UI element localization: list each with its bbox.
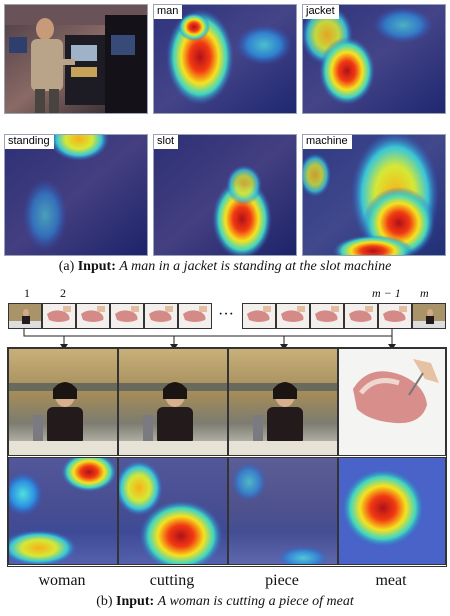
video-frame-thumbnail (144, 303, 178, 329)
video-frame-thumbnail (412, 303, 446, 329)
panel-original-photo (4, 4, 148, 114)
word-tag-standing: standing (5, 135, 54, 149)
caption-b-label: (b) (96, 594, 113, 609)
video-frame-thumbnail (310, 303, 344, 329)
caption-a-sentence: A man in a jacket is standing at the slo… (119, 259, 392, 274)
video-frame-thumbnail (276, 303, 310, 329)
heatmap-cutting (118, 457, 228, 565)
word-label-woman: woman (38, 572, 86, 589)
frame-index-2: 2 (60, 286, 66, 300)
heatmap-slot: slot (153, 134, 297, 256)
caption-a: (a) Input: A man in a jacket is standing… (0, 259, 450, 275)
caption-b-sentence: A woman is cutting a piece of meat (157, 594, 354, 609)
video-frame-thumbnail (42, 303, 76, 329)
frame-woman (8, 348, 118, 456)
video-frame-thumbnail (378, 303, 412, 329)
heatmap-man: man (153, 4, 297, 114)
video-frame-thumbnail (8, 303, 42, 329)
video-frame-thumbnail (242, 303, 276, 329)
video-frame-thumbnail (110, 303, 144, 329)
heatmap-standing: standing (4, 134, 148, 256)
frame-ellipsis: ··· (218, 306, 234, 323)
word-label-piece: piece (265, 572, 299, 589)
video-frame-thumbnail (76, 303, 110, 329)
caption-b: (b) Input: A woman is cutting a piece of… (0, 594, 450, 610)
heatmap-jacket: jacket (302, 4, 446, 114)
frame-meat (338, 348, 446, 456)
heatmap-woman (8, 457, 118, 565)
word-label-meat: meat (375, 572, 407, 589)
frame-cutting (118, 348, 228, 456)
caption-a-input: Input: (77, 259, 116, 274)
heatmap-machine: machine (302, 134, 446, 256)
frame-piece (228, 348, 338, 456)
caption-a-label: (a) (58, 259, 75, 274)
attention-grid (7, 347, 447, 567)
frame-index-1: 1 (24, 286, 30, 300)
video-frame-thumbnail (178, 303, 212, 329)
heatmap-meat (338, 457, 446, 565)
frame-index-m-minus-1: m − 1 (372, 286, 401, 300)
video-frame-thumbnail (344, 303, 378, 329)
word-label-cutting: cutting (149, 572, 195, 589)
caption-b-input: Input: (116, 594, 155, 609)
word-tag-jacket: jacket (303, 5, 339, 19)
heatmap-piece (228, 457, 338, 565)
word-tag-man: man (154, 5, 183, 19)
frame-index-m: m (420, 286, 429, 300)
word-tag-machine: machine (303, 135, 352, 149)
word-tag-slot: slot (154, 135, 179, 149)
